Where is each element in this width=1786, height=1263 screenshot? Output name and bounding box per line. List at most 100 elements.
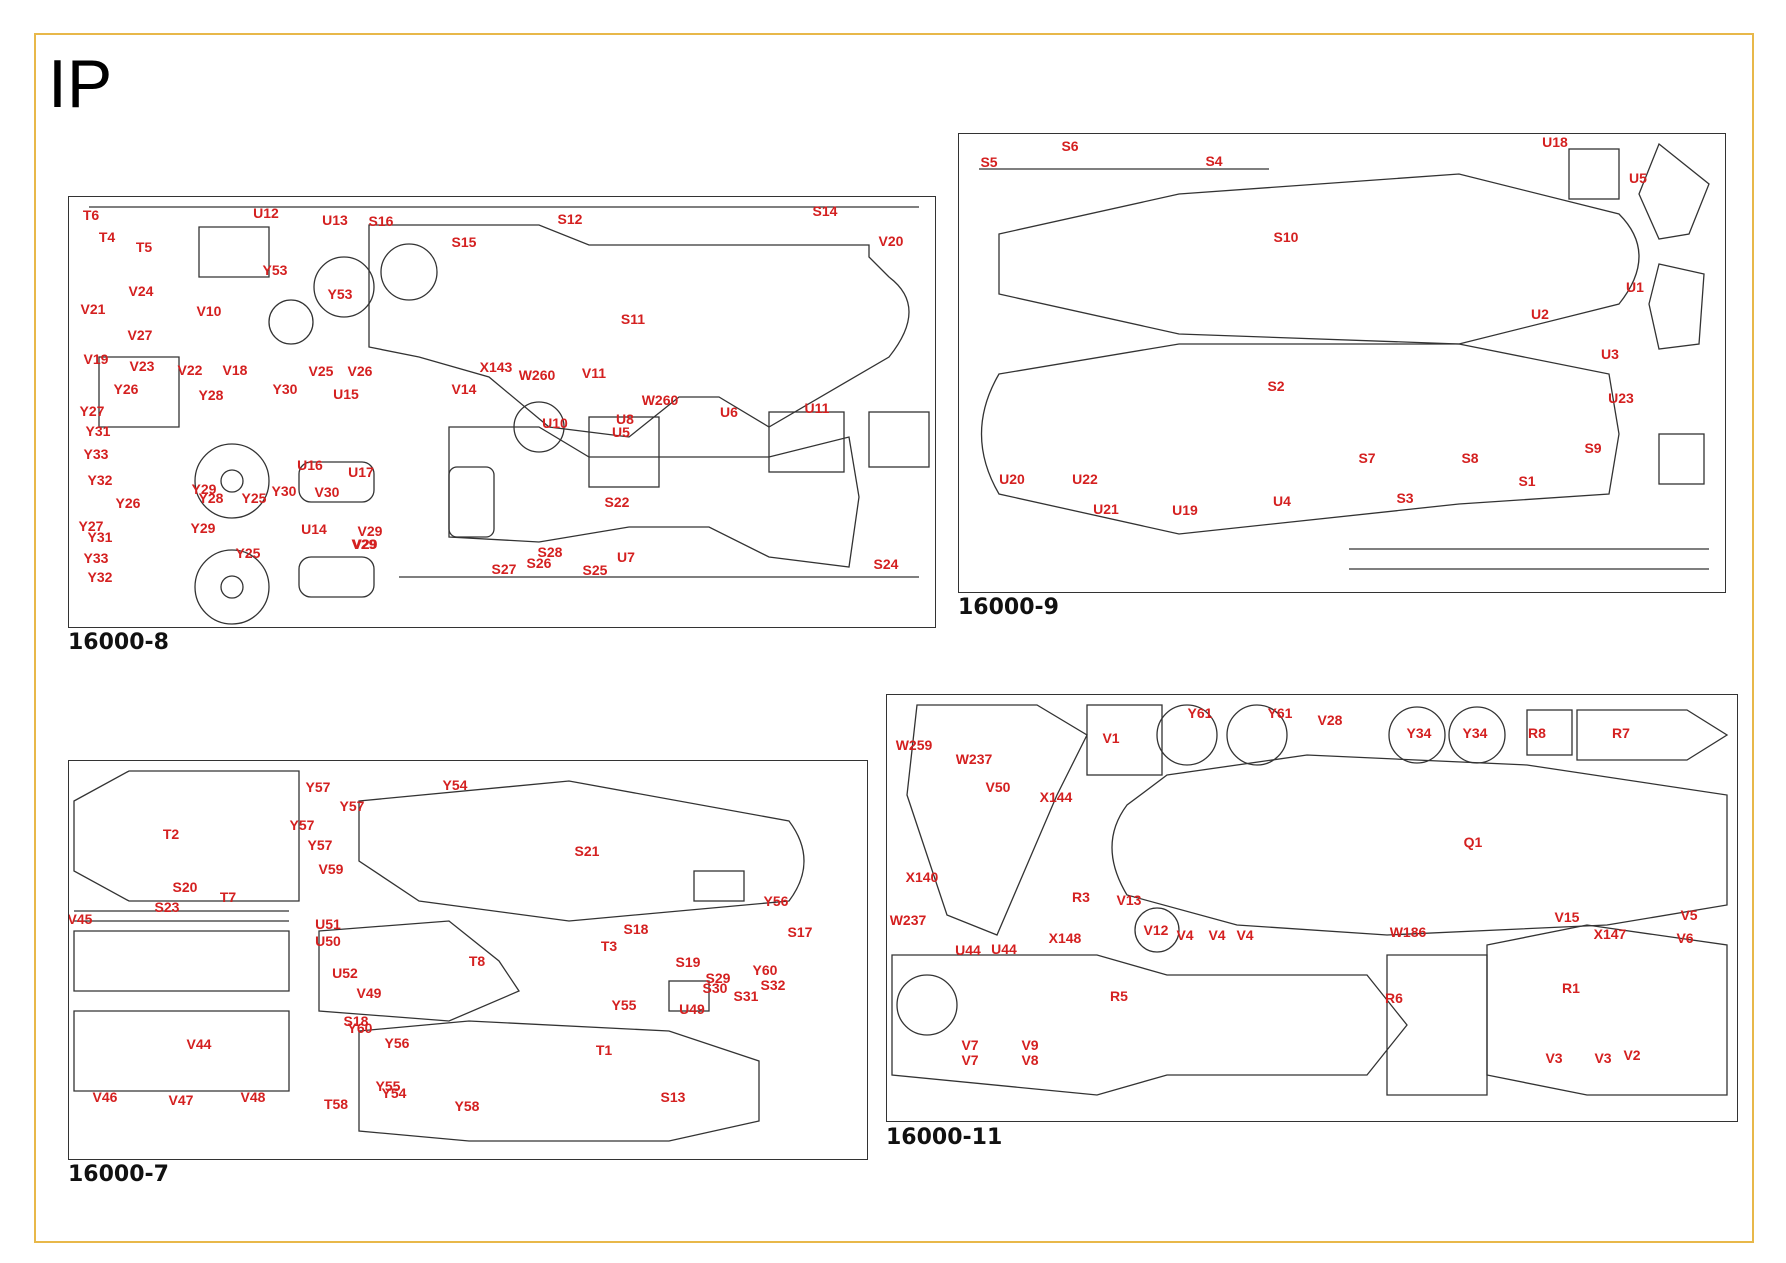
part-label-v29: V29 [351, 536, 377, 552]
part-label-s32: S32 [760, 977, 786, 993]
part-label-v10: V10 [196, 303, 222, 319]
part-label-y31: Y31 [85, 423, 111, 439]
sheet-16000-8-outlines [89, 206, 930, 625]
part-label-u1: U1 [1626, 279, 1644, 295]
part-label-r6: R6 [1385, 990, 1403, 1006]
part-label-v47: V47 [168, 1092, 194, 1108]
part-label-w237: W237 [955, 751, 993, 767]
part-label-s27: S27 [491, 561, 517, 577]
part-label-w259: W259 [895, 737, 933, 753]
part-label-x148: X148 [1048, 930, 1082, 946]
part-label-y54: Y54 [381, 1085, 407, 1101]
part-label-y60: Y60 [752, 962, 778, 978]
page-title: IP [48, 46, 113, 122]
part-label-s3: S3 [1396, 490, 1414, 506]
part-label-u51: U51 [315, 916, 341, 932]
part-label-x147: X147 [1593, 926, 1627, 942]
part-label-y25: Y25 [241, 490, 267, 506]
part-label-s16: S16 [368, 213, 394, 229]
part-label-r1: R1 [1562, 980, 1580, 996]
part-label-v29: V29 [352, 536, 378, 552]
part-label-y27: Y27 [79, 403, 105, 419]
part-label-t2: T2 [162, 826, 180, 842]
part-label-u10: U10 [542, 415, 568, 431]
part-label-u2: U2 [1531, 306, 1549, 322]
sheet-label-16000-7: 16000-7 [68, 1162, 169, 1187]
part-label-t4: T4 [98, 229, 116, 245]
part-label-s8: S8 [1461, 450, 1479, 466]
part-label-y61: Y61 [1267, 705, 1293, 721]
part-label-x140: X140 [905, 869, 939, 885]
part-label-u14: U14 [301, 521, 327, 537]
part-label-v14: V14 [451, 381, 477, 397]
part-label-s14: S14 [812, 203, 838, 219]
part-label-u49: U49 [679, 1001, 705, 1017]
part-label-v59: V59 [318, 861, 344, 877]
part-label-s17: S17 [787, 924, 813, 940]
part-label-u44: U44 [991, 941, 1017, 957]
part-label-y57: Y57 [339, 798, 365, 814]
part-label-s31: S31 [733, 988, 759, 1004]
part-label-v22: V22 [177, 362, 203, 378]
part-label-u17: U17 [348, 464, 374, 480]
part-label-y57: Y57 [307, 837, 333, 853]
sheet-16000-9-outlines [979, 142, 1710, 570]
part-label-y54: Y54 [442, 777, 468, 793]
part-label-u52: U52 [332, 965, 358, 981]
part-label-u23: U23 [1608, 390, 1634, 406]
part-label-s18: S18 [623, 921, 649, 937]
part-label-v7: V7 [961, 1037, 979, 1053]
part-label-w237: W237 [889, 912, 927, 928]
part-label-v4: V4 [1236, 927, 1254, 943]
part-label-s23: S23 [154, 899, 180, 915]
part-label-u44: U44 [955, 942, 981, 958]
part-label-y57: Y57 [305, 779, 331, 795]
part-label-u8: U8 [616, 411, 634, 427]
part-label-u3: U3 [1601, 346, 1619, 362]
part-label-t1: T1 [595, 1042, 613, 1058]
part-label-w186: W186 [1389, 924, 1427, 940]
part-label-y28: Y28 [198, 387, 224, 403]
part-label-u16: U16 [297, 457, 323, 473]
part-label-q1: Q1 [1463, 834, 1483, 850]
part-label-v4: V4 [1208, 927, 1226, 943]
part-label-u6: U6 [720, 404, 738, 420]
part-label-r5: R5 [1110, 988, 1128, 1004]
part-label-u15: U15 [333, 386, 359, 402]
part-label-v11: V11 [581, 365, 607, 381]
part-label-y56: Y56 [384, 1035, 410, 1051]
part-label-s9: S9 [1584, 440, 1602, 456]
part-label-v25: V25 [308, 363, 334, 379]
part-label-u13: U13 [322, 212, 348, 228]
part-label-y60: Y60 [347, 1020, 373, 1036]
part-label-s7: S7 [1358, 450, 1376, 466]
part-label-s24: S24 [873, 556, 899, 572]
part-label-t8: T8 [468, 953, 486, 969]
part-label-v8: V8 [1021, 1052, 1039, 1068]
part-label-v44: V44 [186, 1036, 212, 1052]
part-label-s5: S5 [980, 154, 998, 170]
part-label-v28: V28 [1317, 712, 1343, 728]
sheet-label-16000-11: 16000-11 [886, 1125, 1003, 1150]
part-label-s22: S22 [604, 494, 630, 510]
part-label-v24: V24 [128, 283, 154, 299]
part-label-v20: V20 [878, 233, 904, 249]
part-label-x143: X143 [479, 359, 513, 375]
part-label-s19: S19 [675, 954, 701, 970]
part-label-s13: S13 [660, 1089, 686, 1105]
part-label-u12: U12 [253, 205, 279, 221]
part-label-v46: V46 [92, 1089, 118, 1105]
part-label-s11: S11 [620, 311, 646, 327]
part-label-y25: Y25 [235, 545, 261, 561]
part-label-u7: U7 [617, 549, 635, 565]
part-label-y34: Y34 [1462, 725, 1488, 741]
part-label-s20: S20 [172, 879, 198, 895]
part-label-u19: U19 [1172, 502, 1198, 518]
part-label-s2: S2 [1267, 378, 1285, 394]
part-label-y57: Y57 [289, 817, 315, 833]
part-label-y33: Y33 [83, 446, 109, 462]
part-label-t3: T3 [600, 938, 618, 954]
part-label-v2: V2 [1623, 1047, 1641, 1063]
part-label-v3: V3 [1545, 1050, 1563, 1066]
part-label-r7: R7 [1612, 725, 1630, 741]
